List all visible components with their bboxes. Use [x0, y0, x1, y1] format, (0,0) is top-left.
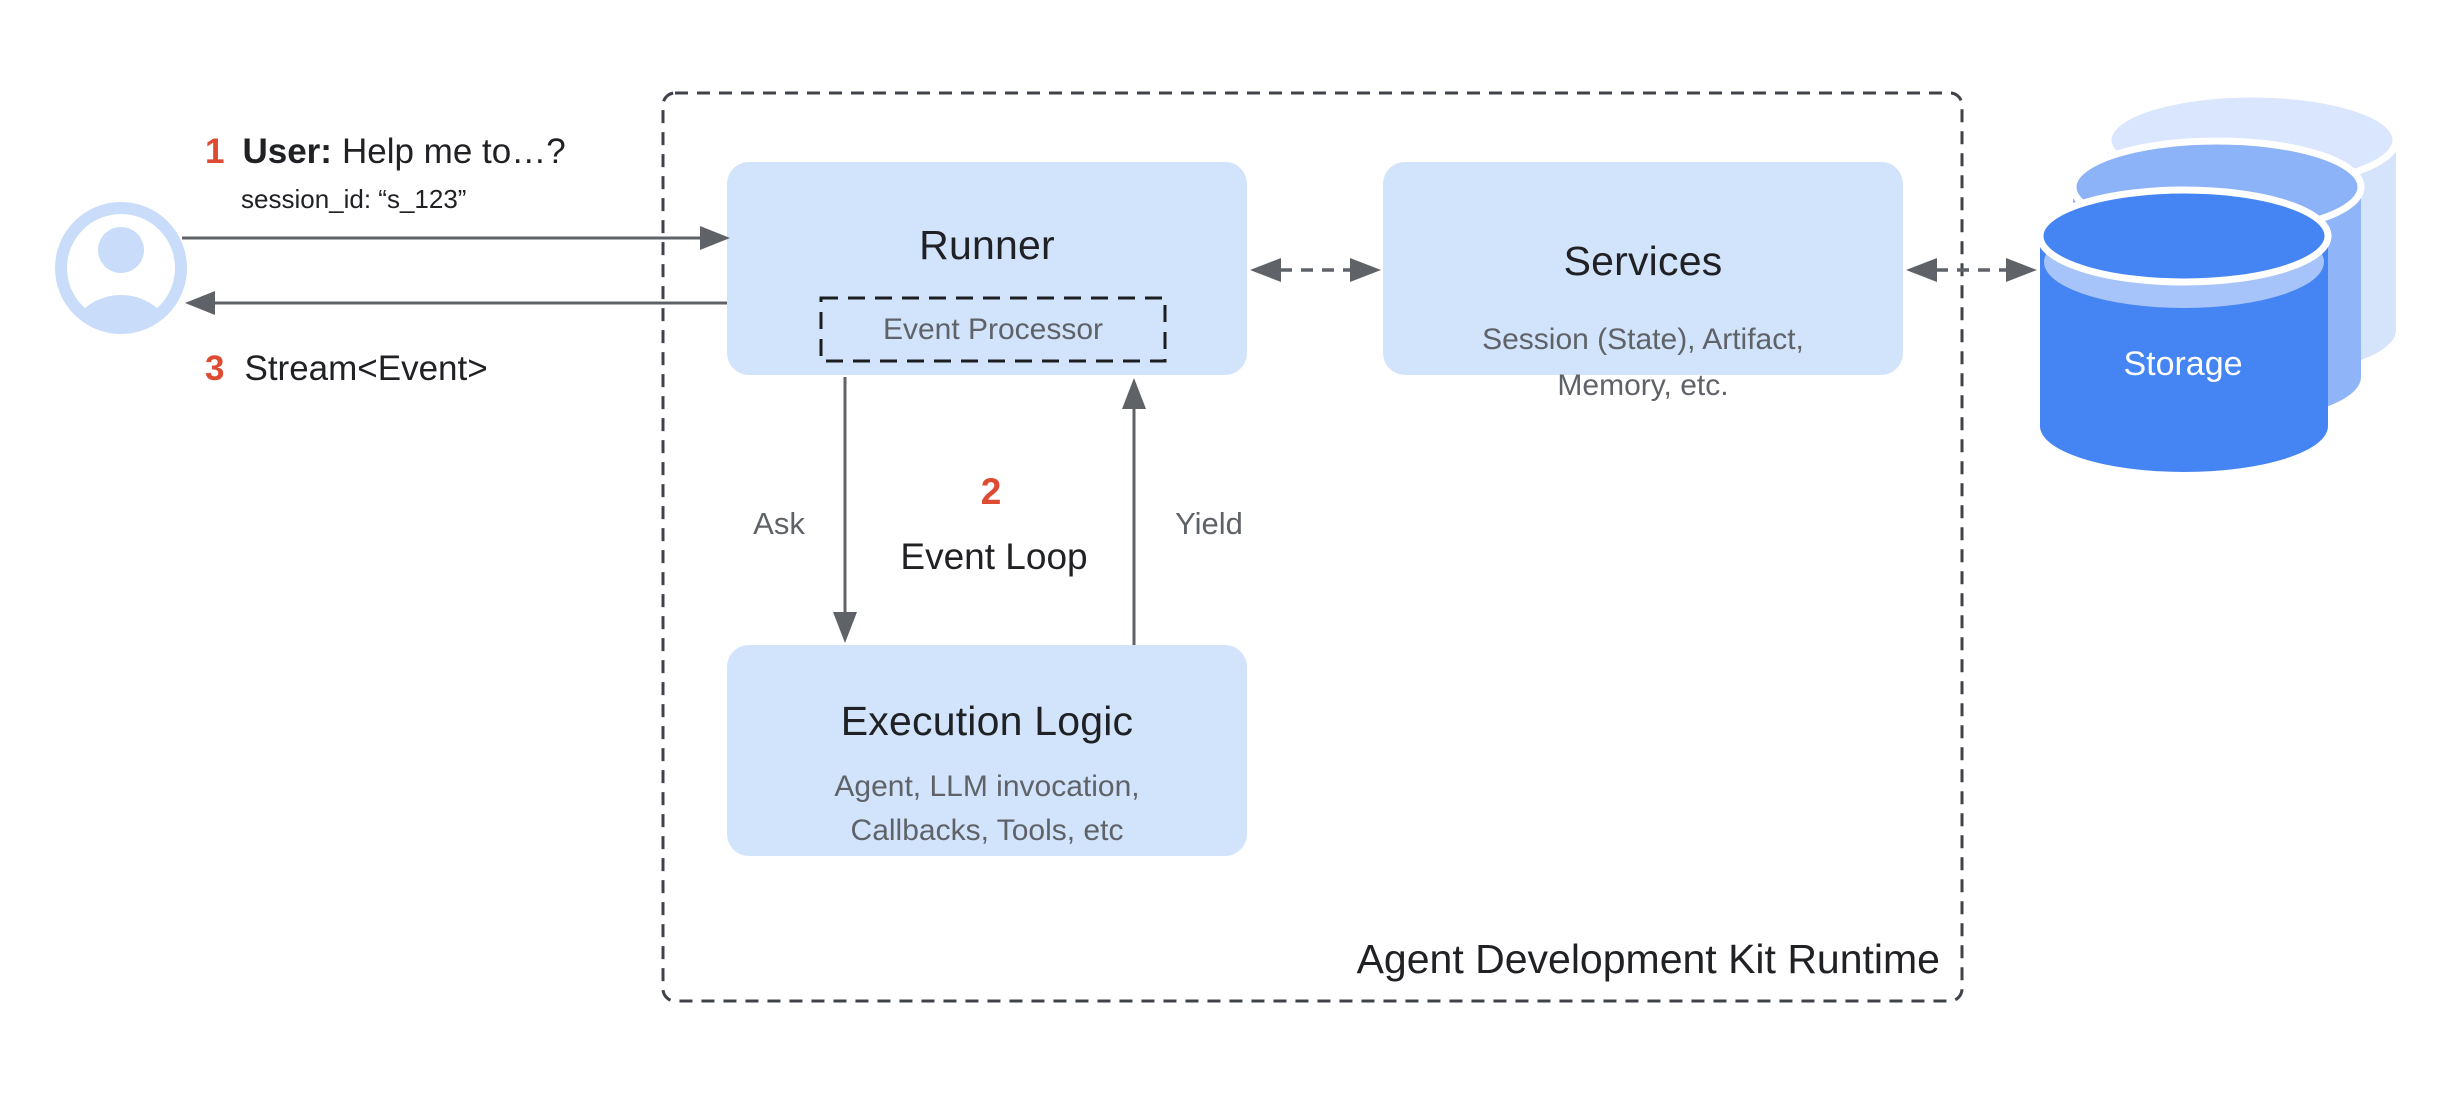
yield-label: Yield	[1175, 506, 1243, 541]
step3-number: 3	[205, 349, 225, 388]
user-avatar-icon	[55, 202, 187, 334]
execution-subtitle-line2: Callbacks, Tools, etc	[850, 814, 1124, 847]
event-processor-label: Event Processor	[882, 313, 1104, 346]
avatar-head	[98, 227, 144, 273]
step3-annotation: 3 Stream<Event>	[205, 349, 488, 389]
step1-speaker: User:	[242, 132, 332, 171]
arrow-runner-to-user	[185, 291, 727, 315]
execution-logic-box	[727, 645, 1247, 856]
event-loop-label: Event Loop	[900, 536, 1088, 577]
ask-label: Ask	[753, 506, 805, 541]
services-subtitle-line2: Memory, etc.	[1557, 369, 1729, 402]
step1-message: Help me to…?	[341, 132, 566, 171]
session-id-text: session_id: “s_123”	[241, 184, 467, 214]
step3-label: Stream<Event>	[244, 349, 488, 388]
storage-icon	[2036, 90, 2400, 472]
runner-title: Runner	[919, 222, 1055, 268]
services-box	[1383, 162, 1903, 375]
services-subtitle: Session (State), Artifact, Memory, etc.	[1383, 317, 1903, 409]
avatar-shoulders	[69, 295, 173, 323]
execution-subtitle-line1: Agent, LLM invocation,	[834, 770, 1140, 803]
arrow-runner-services	[1250, 258, 1381, 282]
execution-logic-title: Execution Logic	[840, 698, 1134, 744]
storage-label: Storage	[2123, 345, 2243, 383]
runtime-container-label: Agent Development Kit Runtime	[1356, 936, 1940, 982]
storage-cylinder-front	[2036, 186, 2332, 472]
step1-annotation: 1 User: Help me to…?	[205, 132, 566, 172]
services-title: Services	[1563, 238, 1723, 284]
services-subtitle-line1: Session (State), Artifact,	[1482, 323, 1804, 356]
event-processor-border	[819, 296, 1167, 363]
arrow-user-to-runner	[182, 226, 730, 250]
execution-logic-subtitle: Agent, LLM invocation, Callbacks, Tools,…	[727, 765, 1247, 853]
runner-box	[727, 162, 1247, 375]
arrow-services-storage	[1906, 258, 2037, 282]
step1-number: 1	[205, 132, 225, 171]
step2-number: 2	[980, 471, 1002, 512]
arrow-yield	[1122, 378, 1146, 645]
arrow-ask	[833, 377, 857, 643]
